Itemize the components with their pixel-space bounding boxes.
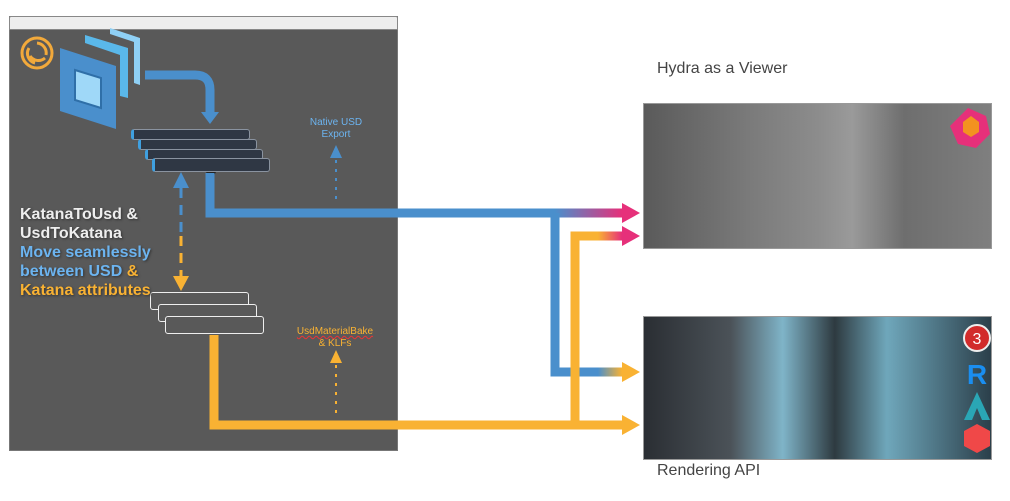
usd-node xyxy=(152,158,270,172)
label-line: Native USD xyxy=(309,117,363,128)
redshift-icon xyxy=(964,424,990,453)
renderman-icon: R xyxy=(967,359,987,390)
katana-node xyxy=(165,316,264,334)
katana-usd-title: KatanaToUsd & UsdToKatana Move seamlessl… xyxy=(20,205,151,300)
panel-titlebar xyxy=(9,16,398,30)
rendering-api-image xyxy=(643,316,992,460)
material-bake-label: UsdMaterialBake & KLFs xyxy=(285,326,385,350)
hydra-logo-icon xyxy=(950,108,990,148)
hydra-viewer-render-image xyxy=(643,103,992,249)
usd-logo-icon xyxy=(60,28,140,129)
label-line: & KLFs xyxy=(318,338,352,349)
title-line: KatanaToUsd & xyxy=(20,206,138,223)
description-line: between USD xyxy=(20,263,123,280)
svg-text:3: 3 xyxy=(973,331,982,348)
renderer-3delight-icon: 3 xyxy=(963,324,991,352)
hydra-viewer-heading: Hydra as a Viewer xyxy=(657,60,788,77)
label-line: Export xyxy=(321,129,351,140)
label-line: UsdMaterialBake xyxy=(296,326,374,337)
native-usd-export-label: Native USD Export xyxy=(290,117,382,141)
description-line: Katana attributes xyxy=(20,282,151,299)
ampersand: & xyxy=(126,263,139,280)
rendering-api-heading: Rendering API xyxy=(657,462,761,479)
description-line: Move seamlessly xyxy=(20,244,151,261)
katana-logo-icon xyxy=(20,36,54,70)
arnold-icon xyxy=(964,392,990,420)
title-line: UsdToKatana xyxy=(20,225,122,242)
